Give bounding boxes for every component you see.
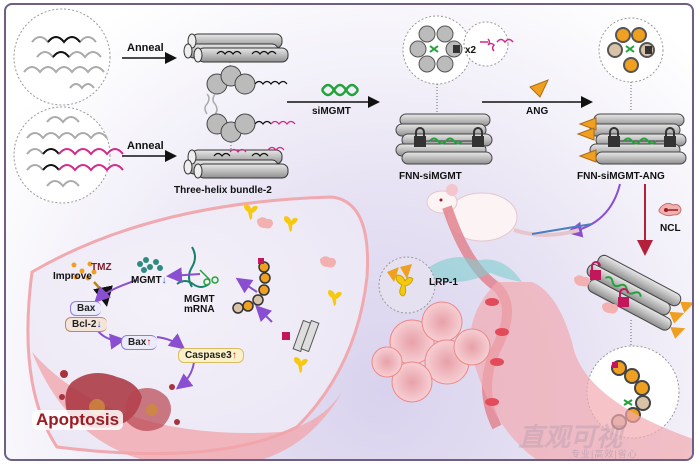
- unlocked-padlock-icon: [602, 288, 629, 314]
- anneal-label-top: Anneal: [127, 42, 164, 54]
- ang-label: ANG: [526, 106, 549, 117]
- strand-pool-top: [13, 8, 111, 106]
- ncl-label: NCL: [660, 223, 681, 234]
- lrp1-label: LRP-1: [429, 277, 458, 288]
- bundle-label: Three-helix bundle-2: [174, 185, 272, 196]
- mgmt-mrna-label: MGMT mRNA: [184, 294, 215, 315]
- mrna-to-mgmt-arrow: [166, 267, 201, 284]
- fnn-simgmt-label: FNN-siMGMT: [399, 171, 462, 182]
- lock-icon: [664, 127, 676, 147]
- diagram-canvas: [13, 8, 692, 459]
- sirna-label: siMGMT: [312, 106, 351, 117]
- caspase-to-apoptosis-arrow: [175, 361, 195, 390]
- up-arrow-icon: ↑: [146, 337, 152, 348]
- mgmt-label: MGMT↓: [131, 275, 167, 286]
- syringe-icon: [531, 223, 593, 235]
- bundle-cross-section-1: [206, 65, 288, 115]
- fnn-ang-cross-section: [598, 17, 664, 83]
- three-helix-bundle-2: [183, 146, 289, 179]
- astrocyte-feet: [422, 257, 522, 282]
- released-dna-chain: [232, 258, 271, 314]
- unlocked-padlock-icon: [574, 261, 601, 287]
- endocytosis-arrow: [255, 305, 273, 323]
- improve-label: Improve: [53, 271, 92, 282]
- bcl2-badge: Bcl-2↓: [65, 317, 108, 332]
- bax-to-caspase-arrow: [156, 333, 186, 350]
- ang-peptide-icon: [529, 79, 549, 98]
- scissors-icon: [199, 269, 219, 286]
- ncl-on-membrane: [257, 217, 336, 268]
- fnn-cross-section: [402, 15, 472, 85]
- diagram-frame: Anneal Anneal Three-helix bundle-2 siMGM…: [4, 3, 694, 461]
- bundle-cross-section-2: [204, 93, 296, 143]
- lock-icon: [472, 127, 484, 147]
- endosome-bundle: [282, 319, 320, 353]
- sirna-helix-icon: [320, 83, 360, 97]
- fnn-simgmt-bundle: [395, 113, 493, 165]
- down-arrow-icon: ↓: [161, 275, 167, 286]
- anneal-label-bottom: Anneal: [127, 140, 164, 152]
- lock-icon: [414, 127, 426, 147]
- mgmt-protein-icon: [137, 257, 163, 273]
- fnn-simgmt-ang-bundle: [576, 113, 687, 165]
- bax-up-badge: Bax↑: [121, 335, 158, 350]
- bax-badge: Bax: [70, 301, 102, 316]
- unlocked-fnn-structure: [586, 254, 692, 339]
- three-helix-bundle-1: [183, 33, 289, 63]
- blood-vessel: [470, 282, 692, 459]
- multiplier-label: x2: [465, 45, 477, 56]
- down-arrow-icon: ↓: [96, 319, 102, 330]
- fnn-simgmt-ang-label: FNN-siMGMT-ANG: [577, 171, 665, 182]
- ncl-receptor-icon: [658, 202, 682, 217]
- tmz-particles: [71, 261, 97, 281]
- injection-arrow: [566, 183, 621, 238]
- strand-pool-bottom: [13, 106, 124, 204]
- watermark-logo: 直观可视: [518, 422, 623, 452]
- tumor-cells: [371, 301, 491, 403]
- red-blood-cells: [485, 298, 509, 406]
- caspase3-badge: Caspase3↑: [178, 348, 244, 363]
- lock-detail-inset: [463, 21, 509, 67]
- lrp1-receptor-inset: [378, 256, 436, 314]
- tmz-label: TMZ: [91, 262, 112, 273]
- lock-icon: [608, 127, 620, 147]
- watermark-subtitle: 专业|高效|省心: [571, 449, 638, 459]
- apoptosis-label: Apoptosis: [32, 410, 124, 430]
- up-arrow-icon: ↑: [231, 350, 237, 361]
- sirna-release-arrow: [235, 277, 258, 294]
- mgmt-to-bax-arrow: [94, 279, 138, 303]
- lrp1-receptor-on-membrane: [244, 204, 342, 373]
- cell-cytoplasm-edge: [32, 352, 342, 459]
